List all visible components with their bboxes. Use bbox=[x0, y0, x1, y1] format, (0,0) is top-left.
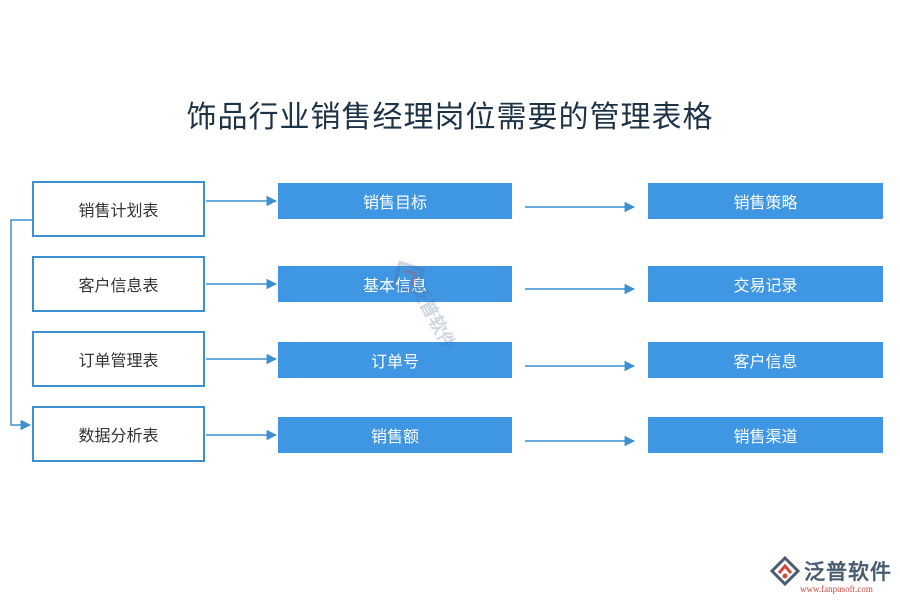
brand-logo: 泛普软件 bbox=[770, 553, 892, 589]
left-node-2: 客户信息表 bbox=[32, 256, 205, 312]
left-node-1: 销售计划表 bbox=[32, 181, 205, 237]
brand-logo-icon bbox=[770, 556, 800, 586]
brand-url: www.fanpusoft.com bbox=[800, 584, 873, 594]
brand-name: 泛普软件 bbox=[804, 560, 892, 584]
watermark-logo-icon bbox=[390, 260, 426, 296]
watermark: 泛普软件 bbox=[346, 232, 494, 368]
mid-node-2: 基本信息 bbox=[278, 266, 512, 302]
mid-node-1: 销售目标 bbox=[278, 183, 512, 219]
mid-node-4: 销售额 bbox=[278, 417, 512, 453]
left-node-4: 数据分析表 bbox=[32, 406, 205, 462]
right-node-4: 销售渠道 bbox=[648, 417, 883, 453]
bracket-connector bbox=[10, 219, 32, 431]
mid-node-3: 订单号 bbox=[278, 342, 512, 378]
right-node-1: 销售策略 bbox=[648, 183, 883, 219]
right-node-2: 交易记录 bbox=[648, 266, 883, 302]
right-node-3: 客户信息 bbox=[648, 342, 883, 378]
page-title: 饰品行业销售经理岗位需要的管理表格 bbox=[186, 100, 714, 135]
left-node-3: 订单管理表 bbox=[32, 331, 205, 387]
watermark-text: 泛普软件 bbox=[406, 280, 460, 354]
